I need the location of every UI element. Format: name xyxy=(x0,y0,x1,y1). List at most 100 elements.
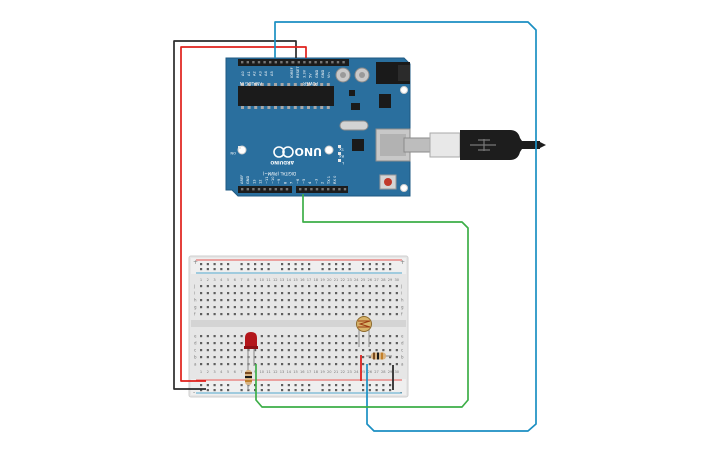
row-letter: g xyxy=(194,305,197,310)
column-number: 13 xyxy=(280,278,285,282)
column-number: 1 xyxy=(200,278,202,282)
column-number: 17 xyxy=(307,370,312,374)
analog-pin-label: A5 xyxy=(270,71,274,76)
row-letter: f xyxy=(194,312,196,317)
column-number: 6 xyxy=(234,278,237,282)
status-led-label: TX xyxy=(339,147,345,151)
analog-pin-label: A3 xyxy=(258,71,262,76)
atmega-chip xyxy=(238,86,334,106)
digital-pin-label: ~6 xyxy=(296,178,300,184)
led-red[interactable] xyxy=(244,332,258,366)
digital-pin-label: ~9 xyxy=(277,178,281,184)
power-pin-label: IOREF xyxy=(290,67,294,78)
row-letter: a xyxy=(401,362,404,367)
analog-in-label: ANALOG IN xyxy=(240,81,262,86)
column-number: 1 xyxy=(200,370,202,374)
power-pin-label: GND xyxy=(315,70,319,78)
analog-pin-label: A4 xyxy=(264,71,268,76)
row-letter: b xyxy=(194,355,197,360)
column-number: 8 xyxy=(247,278,250,282)
power-pin-label: 3.3V xyxy=(302,69,306,78)
row-letter: a xyxy=(194,362,197,367)
column-number: 25 xyxy=(361,370,366,374)
digital-pin-label: ~3 xyxy=(314,179,318,184)
digital-pin-label: RX 0 xyxy=(333,175,337,184)
column-number: 12 xyxy=(273,278,278,282)
status-led-label: L xyxy=(342,161,344,165)
reset-button[interactable] xyxy=(384,178,392,186)
resistor-led[interactable] xyxy=(245,364,252,390)
wire-a0-blue[interactable] xyxy=(274,21,537,432)
rail-minus-label-right: - xyxy=(400,389,402,396)
row-letter: g xyxy=(401,305,404,310)
row-letter: f xyxy=(401,312,403,317)
status-led-label: RX xyxy=(339,154,344,158)
column-number: 15 xyxy=(293,370,298,374)
column-number: 24 xyxy=(354,370,359,374)
column-number: 10 xyxy=(259,370,264,374)
column-number: 28 xyxy=(381,278,386,282)
column-number: 14 xyxy=(286,370,291,374)
column-number: 29 xyxy=(388,278,393,282)
column-number: 25 xyxy=(361,278,366,282)
column-number: 26 xyxy=(367,278,372,282)
row-letter: d xyxy=(401,341,404,346)
row-letter: e xyxy=(194,334,197,339)
column-number: 5 xyxy=(227,370,229,374)
row-letter: i xyxy=(194,291,195,296)
resistor-ldr[interactable] xyxy=(366,352,392,360)
column-number: 19 xyxy=(320,278,325,282)
column-number: 21 xyxy=(334,278,339,282)
rail-plus-label: + xyxy=(193,259,198,266)
column-number: 27 xyxy=(374,278,379,282)
power-pin-label: RESET xyxy=(296,66,300,78)
row-letter: b xyxy=(401,355,404,360)
analog-pin-label: A2 xyxy=(253,71,257,76)
column-number: 20 xyxy=(327,278,332,282)
column-number: 2 xyxy=(207,370,209,374)
usb-cable xyxy=(403,130,546,160)
row-letter: j xyxy=(400,284,402,289)
column-number: 23 xyxy=(347,370,352,374)
column-number: 23 xyxy=(347,278,352,282)
column-number: 13 xyxy=(280,370,285,374)
column-number: 5 xyxy=(227,278,229,282)
rail-minus-label: - xyxy=(193,389,195,396)
breadboard: + + - - 11223344556677889910101111121213… xyxy=(188,255,409,398)
column-number: 11 xyxy=(266,370,271,374)
column-number: 3 xyxy=(213,278,215,282)
column-number: 28 xyxy=(381,370,386,374)
wire-d-green[interactable] xyxy=(255,194,469,408)
column-number: 22 xyxy=(340,370,345,374)
column-number: 20 xyxy=(327,370,332,374)
photoresistor[interactable] xyxy=(356,316,372,348)
column-number: 15 xyxy=(293,278,298,282)
power-header xyxy=(289,59,349,66)
digital-pin-label: 4 xyxy=(308,181,312,184)
digital-pin-label: 2 xyxy=(321,182,325,184)
breadboard-column-numbers: 1122334455667788991010111112121313141415… xyxy=(200,278,400,374)
column-number: 30 xyxy=(394,370,399,374)
power-pin-label: Vin xyxy=(327,72,331,78)
row-letter: d xyxy=(194,341,197,346)
board-brand: ARDUINO xyxy=(270,159,294,165)
digital-pin-label: GND xyxy=(246,176,250,184)
column-number: 26 xyxy=(367,370,372,374)
power-pin-label: GND xyxy=(321,70,325,78)
wire-5v-red[interactable] xyxy=(180,46,307,382)
column-number: 7 xyxy=(240,278,242,282)
digital-pin-label: 13 xyxy=(252,179,256,184)
column-number: 22 xyxy=(340,278,345,282)
column-number: 2 xyxy=(207,278,209,282)
column-number: 7 xyxy=(240,370,242,374)
row-letter: c xyxy=(401,348,403,353)
column-number: 16 xyxy=(300,370,305,374)
row-letter: j xyxy=(193,284,195,289)
digital-pin-label: TX 1 xyxy=(327,176,331,185)
digital-label: DIGITAL (PWM~) xyxy=(262,171,296,176)
digital-pin-label: ~10 xyxy=(271,176,275,184)
digital-pin-label: 12 xyxy=(259,179,263,184)
